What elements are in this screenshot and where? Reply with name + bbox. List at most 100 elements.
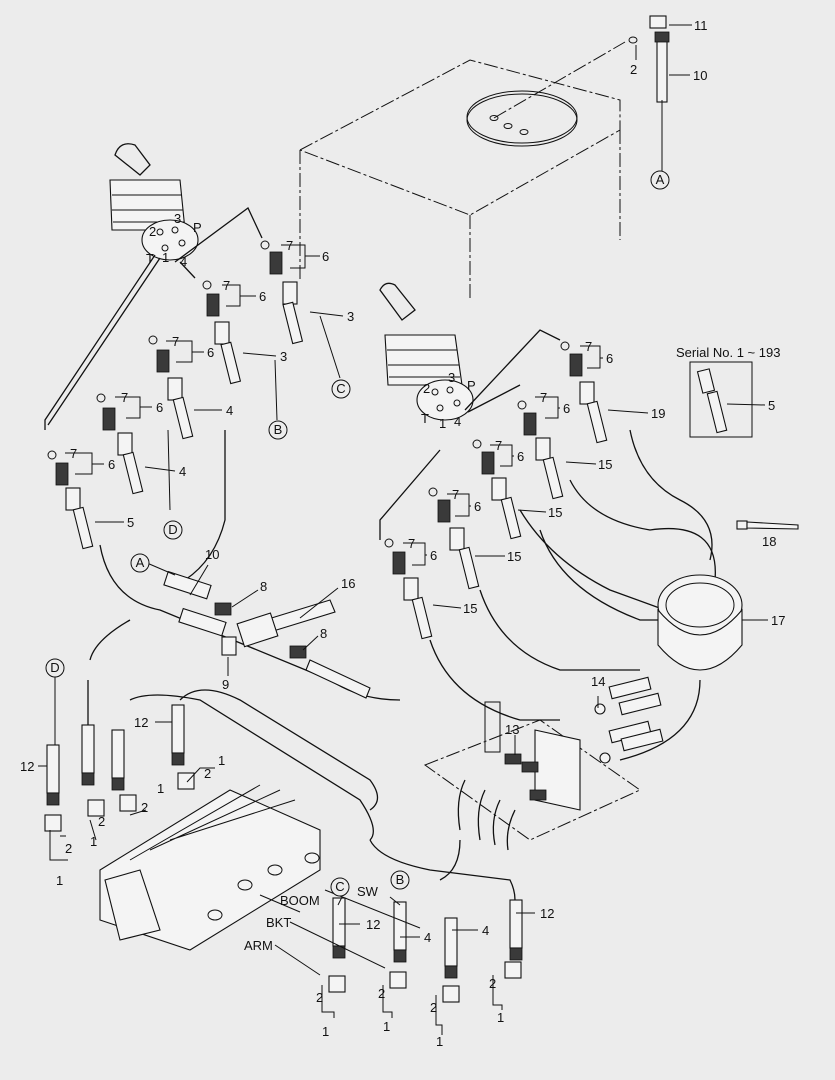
callout-19: 19 (651, 406, 665, 421)
callout-12-c: 12 (366, 917, 380, 932)
callout-15-c: 15 (507, 549, 521, 564)
ref-b: B (274, 422, 283, 437)
callout-4-a: 4 (226, 403, 233, 418)
label-bkt: BKT (266, 915, 291, 930)
ref-a-top: A (656, 172, 665, 187)
callout-8-b: 8 (320, 626, 327, 641)
callout-5-serial: 5 (768, 398, 775, 413)
callout-7-h: 7 (495, 438, 502, 453)
right-port-1: 1 (439, 416, 446, 431)
serial-box (689, 361, 753, 438)
right-hoses (384, 341, 608, 640)
callout-2-h: 2 (489, 976, 496, 991)
callout-6-e: 6 (108, 457, 115, 472)
callout-1-b: 1 (157, 781, 164, 796)
callout-15-d: 15 (463, 601, 477, 616)
callout-7-c: 7 (172, 334, 179, 349)
ref-d-bottom: D (50, 660, 59, 675)
right-pilot-valve (379, 282, 474, 421)
callout-6-h: 6 (517, 449, 524, 464)
callout-10-top: 10 (693, 68, 707, 83)
right-port-3: 3 (448, 370, 455, 385)
callout-2-c: 2 (98, 814, 105, 829)
callout-18: 18 (762, 534, 776, 549)
callout-1-e: 1 (322, 1024, 329, 1039)
cable-tie (736, 520, 799, 530)
ref-c-bottom: C (335, 879, 344, 894)
label-boom: BOOM (280, 893, 320, 908)
callout-1-f: 1 (383, 1019, 390, 1034)
callout-7-i: 7 (452, 487, 459, 502)
callout-7-d: 7 (121, 390, 128, 405)
serial-note: Serial No. 1 ~ 193 (676, 345, 780, 360)
callout-4-b: 4 (179, 464, 186, 479)
callout-17: 17 (771, 613, 785, 628)
ref-c-top: C (336, 381, 345, 396)
label-arm: ARM (244, 938, 273, 953)
callout-2-a: 2 (204, 766, 211, 781)
callout-7-g: 7 (540, 390, 547, 405)
callout-6-i: 6 (474, 499, 481, 514)
left-port-1: 1 (162, 250, 169, 265)
callout-2-e: 2 (316, 990, 323, 1005)
callout-3-b: 3 (280, 349, 287, 364)
left-port-t: T (146, 251, 154, 266)
callout-6-d: 6 (156, 400, 163, 415)
callout-7-e: 7 (70, 446, 77, 461)
callout-2-g: 2 (430, 1000, 437, 1015)
callout-6-b: 6 (259, 289, 266, 304)
callout-5-left: 5 (127, 515, 134, 530)
callout-6-j: 6 (430, 548, 437, 563)
callout-1-g: 1 (436, 1034, 443, 1049)
reference-markers (45, 170, 670, 897)
callout-7-b: 7 (223, 278, 230, 293)
callout-6-c: 6 (207, 345, 214, 360)
left-hoses (47, 240, 304, 550)
left-pilot-valve (109, 143, 199, 261)
callout-8-a: 8 (260, 579, 267, 594)
callout-12-d: 12 (540, 906, 554, 921)
return-block (423, 676, 664, 851)
callout-4-d: 4 (482, 923, 489, 938)
manifold-bracket (163, 570, 371, 699)
callout-6-f: 6 (606, 351, 613, 366)
callout-16: 16 (341, 576, 355, 591)
hydraulic-tank (299, 41, 626, 300)
right-port-4: 4 (454, 414, 461, 429)
ref-d-top: D (168, 522, 177, 537)
right-port-p: P (467, 378, 476, 393)
callout-6-a: 6 (322, 249, 329, 264)
left-port-p: P (193, 220, 202, 235)
main-control-valve (99, 784, 321, 951)
hose-routing (44, 207, 716, 901)
label-sw: SW (357, 884, 379, 899)
right-port-2: 2 (423, 381, 430, 396)
callout-7-f: 7 (585, 339, 592, 354)
callout-12-b: 12 (20, 759, 34, 774)
callout-15-a: 15 (598, 457, 612, 472)
ref-a-mid: A (136, 555, 145, 570)
right-port-t: T (421, 411, 429, 426)
callout-2-top: 2 (630, 62, 637, 77)
callout-15-b: 15 (548, 505, 562, 520)
left-port-4: 4 (180, 254, 187, 269)
callout-1-h: 1 (497, 1010, 504, 1025)
callout-10-mid: 10 (205, 547, 219, 562)
ref-b-bottom: B (396, 872, 405, 887)
lower-left-hoses (44, 704, 195, 832)
callout-1-a: 1 (218, 753, 225, 768)
callout-4-c: 4 (424, 930, 431, 945)
left-port-3: 3 (174, 211, 181, 226)
hose-protector (657, 574, 743, 671)
callout-3-a: 3 (347, 309, 354, 324)
callout-9: 9 (222, 677, 229, 692)
callout-2-d: 2 (65, 841, 72, 856)
callout-2-f: 2 (378, 986, 385, 1001)
callout-13: 13 (505, 722, 519, 737)
left-port-2: 2 (149, 224, 156, 239)
callout-12-a: 12 (134, 715, 148, 730)
callout-2-b: 2 (141, 800, 148, 815)
callout-6-g: 6 (563, 401, 570, 416)
